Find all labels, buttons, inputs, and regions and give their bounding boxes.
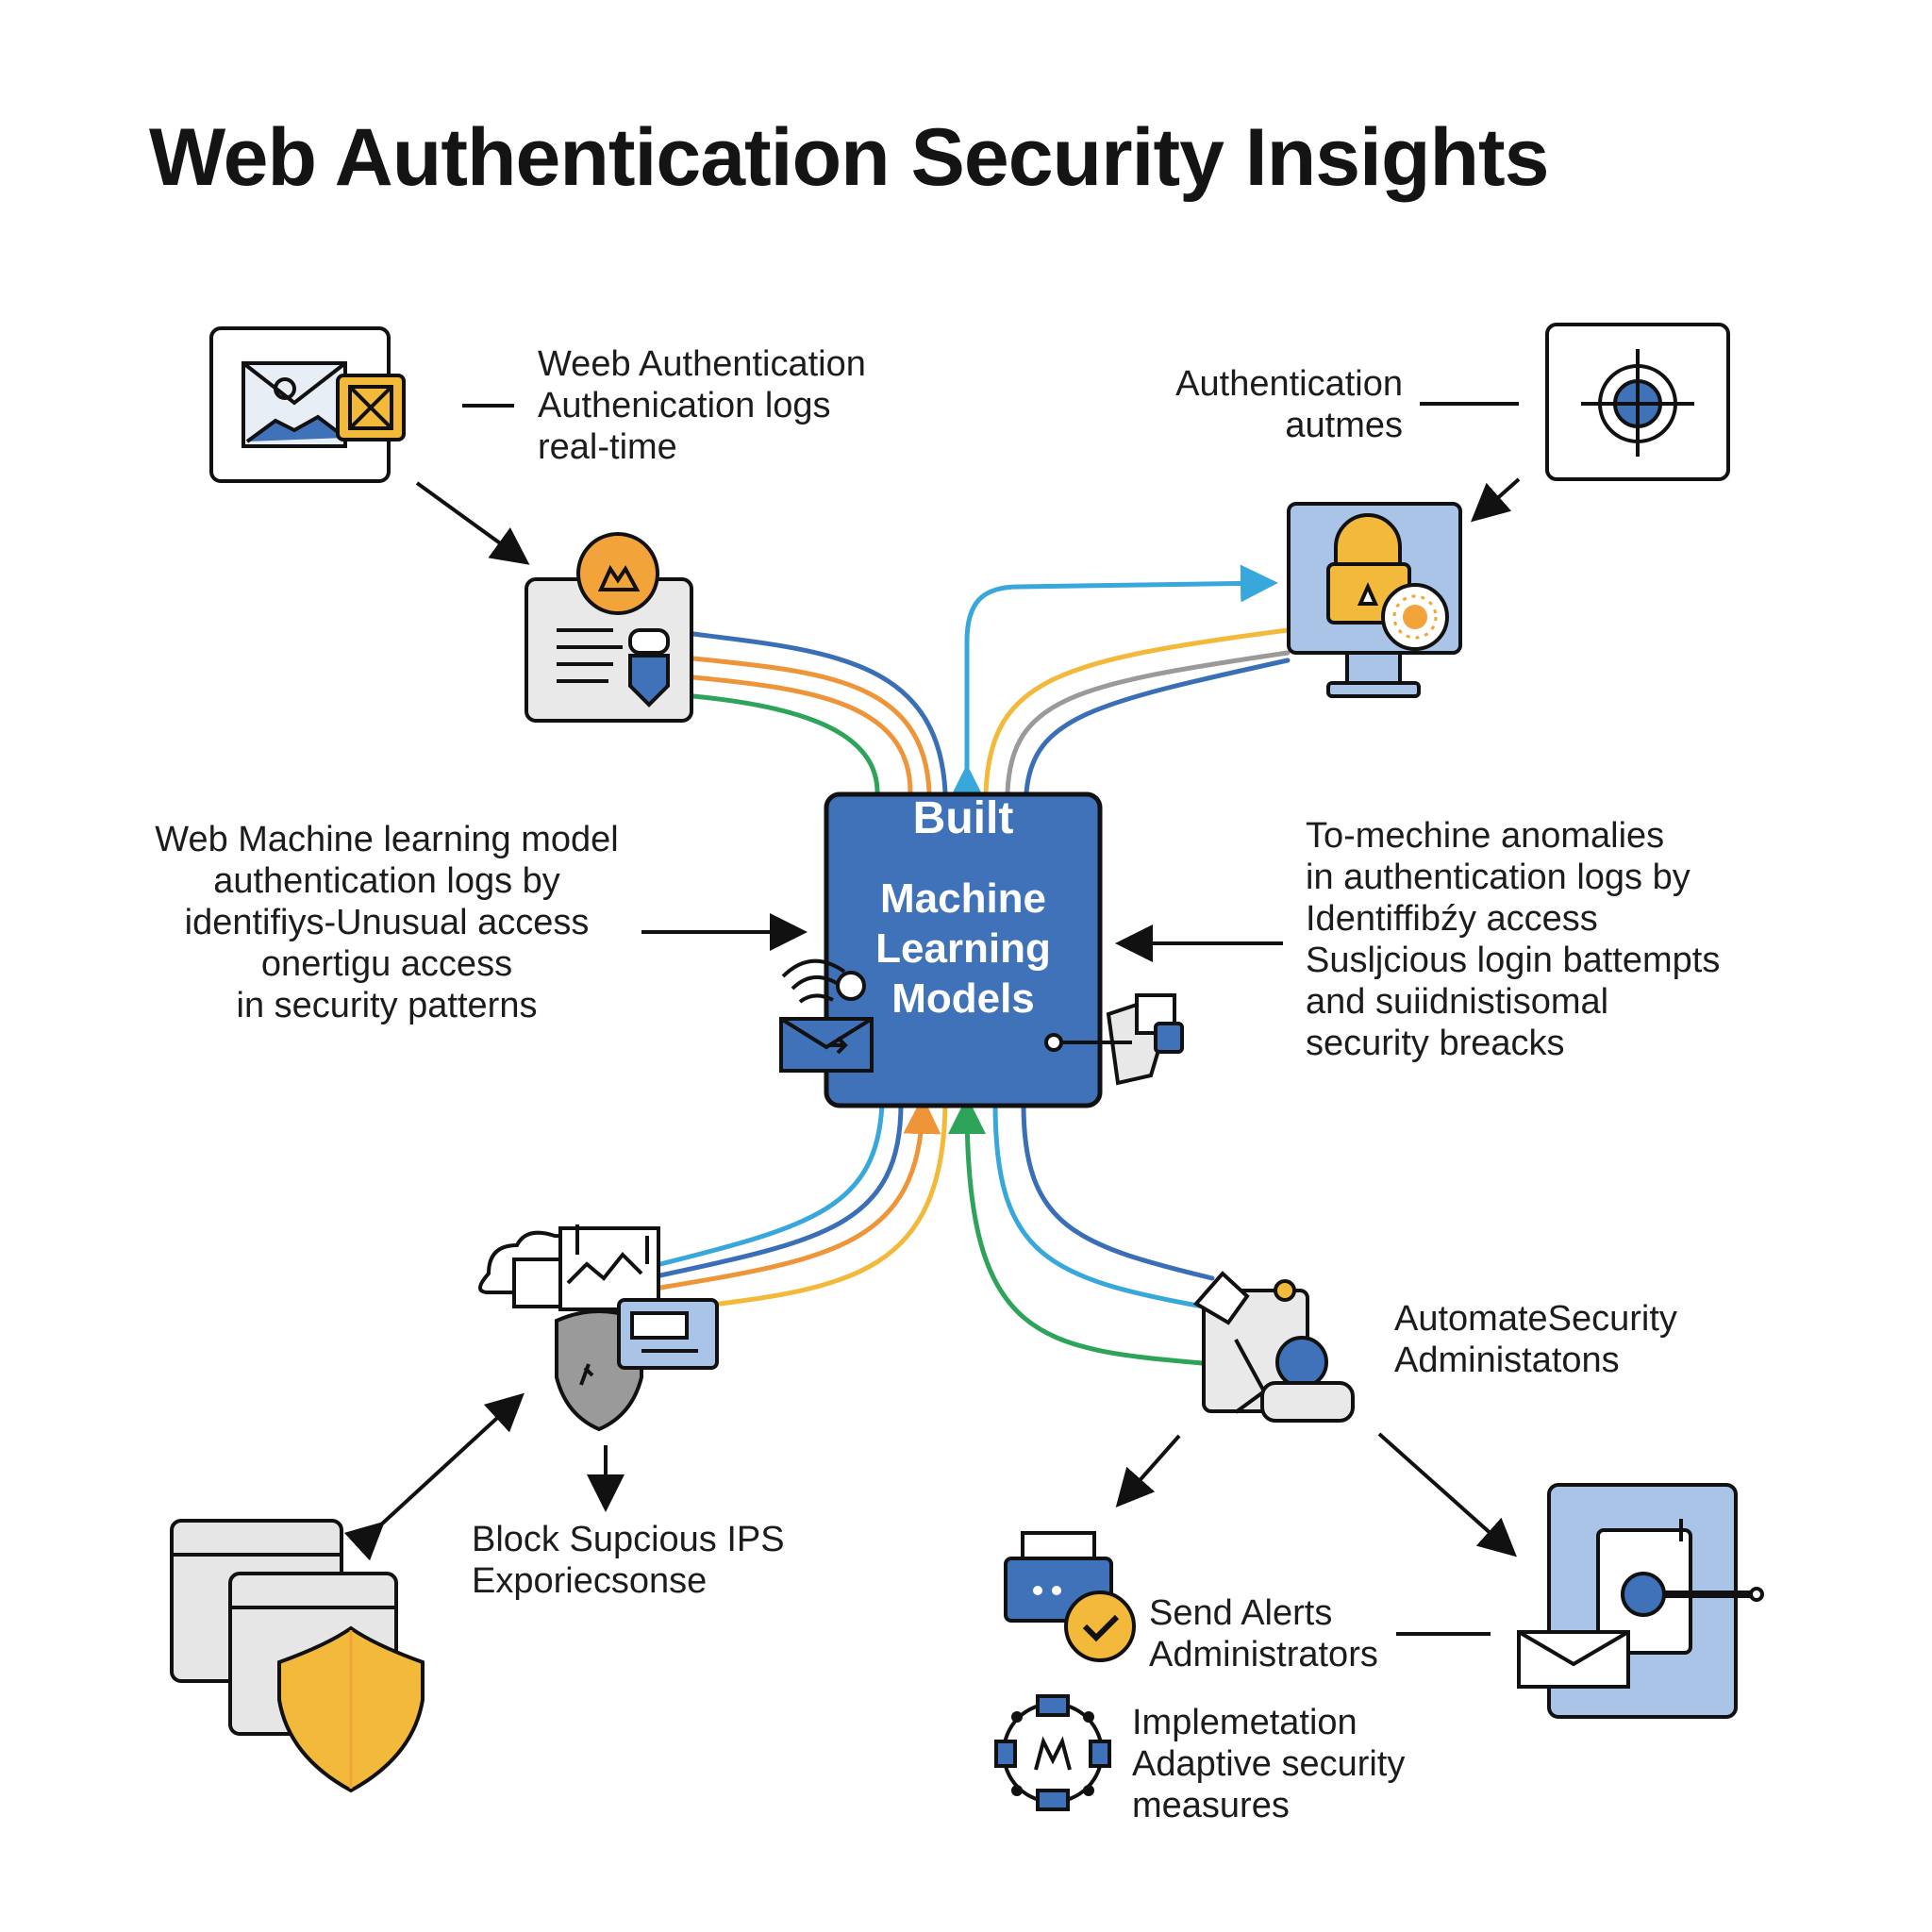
anomalies-label-line: Identiffibźy access [1306, 899, 1598, 939]
anomalies-label: To-mechine anomalies in authentication l… [1306, 815, 1720, 1064]
ml-model-label-line: onertigu access [260, 944, 513, 984]
flow-line-blue-br [1021, 1101, 1215, 1281]
send-alerts-label-line: Send Alerts [1149, 1593, 1333, 1633]
flow-line-lightblue-br [992, 1101, 1206, 1309]
send-alerts-label: Send Alerts Administrators [1149, 1592, 1378, 1675]
lock-envelope-panel [1517, 1483, 1764, 1719]
arrow-robot-to-alerts [1115, 1434, 1181, 1507]
adaptive-measures-label-line: Implemetation [1132, 1703, 1357, 1742]
central-model-label-line1: Built [912, 793, 1014, 843]
automate-security-label-line: AutomateSecurity [1394, 1299, 1677, 1339]
logs-source-panel [209, 326, 406, 483]
logs-label-line: real-time [538, 427, 677, 467]
arrow-target-to-monitor [1471, 477, 1521, 523]
central-model-label-line3: Learning [875, 925, 1051, 972]
ml-model-label-line: authentication logs by [213, 861, 560, 901]
automation-label: Authentication autmes [1156, 363, 1403, 446]
block-ip-label-line: Exporiecsonse [472, 1561, 708, 1601]
adaptive-measures-label-line: Adaptive security [1132, 1744, 1406, 1784]
central-model-label-line2: Machine [879, 875, 1047, 922]
target-icon [1581, 349, 1694, 457]
windows-shield-panel [170, 1519, 425, 1793]
sun-badge-icon [1381, 583, 1449, 651]
anomalies-label-line: and suiidnistisomal [1306, 982, 1609, 1022]
flow-line-green-tl [691, 693, 880, 795]
arrow-bidirectional-windows [343, 1392, 525, 1561]
flow-line-blue-bl [658, 1101, 904, 1278]
flow-line-green-br [948, 1096, 1206, 1366]
automate-security-label-line: Administatons [1394, 1341, 1620, 1380]
automate-security-label: AutomateSecurity Administatons [1394, 1298, 1677, 1381]
automation-robot-panel [1192, 1271, 1355, 1423]
ml-model-label-line: Web Machine learning model [155, 820, 619, 859]
flow-line-gray-tr [1005, 650, 1291, 795]
key-plug-icon [1044, 993, 1184, 1086]
flow-line-lightblue-bl [658, 1101, 885, 1267]
email-image-icon [242, 361, 406, 448]
flow-line-yellow-tr [983, 627, 1291, 795]
arrow-logs-to-doc [415, 481, 530, 565]
ml-model-label: Web Machine learning model authenticatio… [132, 819, 641, 1026]
flow-line-orange2-tl [691, 675, 913, 795]
flow-line-orange-bl [658, 1096, 941, 1291]
central-model-label-line4: Models [891, 975, 1035, 1022]
flow-line-lightblue-tr [948, 564, 1278, 802]
flow-line-blue-tr [1024, 658, 1291, 795]
block-ip-label: Block Supcious IPS Exporiecsonse [472, 1519, 785, 1602]
logs-label-line: Weeb Authentication [538, 344, 866, 384]
gear-warning-icon [576, 532, 659, 615]
block-ip-label-line: Block Supcious IPS [472, 1520, 785, 1559]
target-panel [1545, 323, 1730, 481]
ml-model-label-line: in security patterns [236, 986, 538, 1025]
automation-label-line: autmes [1285, 406, 1403, 445]
network-hub-icon [994, 1694, 1111, 1811]
log-document-panel [525, 532, 693, 723]
page-title: Web Authentication Security Insights [149, 112, 1549, 203]
wireless-envelope-icon [779, 958, 874, 1073]
anomalies-label-line: security breacks [1306, 1024, 1565, 1063]
ml-model-label-line: identifiys-Unusual access [184, 903, 590, 942]
arrow-robot-to-lock [1377, 1432, 1517, 1557]
adaptive-measures-label-line: measures [1132, 1786, 1290, 1825]
automation-label-line: Authentication [1175, 364, 1403, 404]
anomalies-label-line: Susljcious login battempts [1306, 941, 1721, 980]
alert-check-icon [1064, 1591, 1136, 1662]
flow-line-orange-tl [691, 656, 932, 795]
flow-lines [658, 564, 1291, 1366]
anomalies-label-line: in authentication logs by [1306, 858, 1690, 897]
anomalies-label-line: To-mechine anomalies [1306, 816, 1665, 856]
logs-label-line: Authenication logs [538, 386, 831, 425]
central-model-label: Built Machine Learning Models [826, 792, 1100, 1024]
flow-line-yellow-bl [695, 1101, 948, 1309]
send-alerts-icon-group [1004, 1531, 1136, 1662]
central-model-block [779, 791, 1184, 1108]
logs-label: Weeb Authentication Authenication logs r… [538, 343, 866, 468]
block-ip-cluster [478, 1224, 719, 1432]
adaptive-measures-label: Implemetation Adaptive security measures [1132, 1702, 1405, 1826]
shield-icon [579, 1363, 594, 1386]
connector-arrows [343, 402, 1521, 1636]
flow-line-blue-tl [691, 631, 948, 795]
send-alerts-label-line: Administrators [1149, 1635, 1378, 1674]
monitor-lock-panel [1287, 502, 1462, 698]
